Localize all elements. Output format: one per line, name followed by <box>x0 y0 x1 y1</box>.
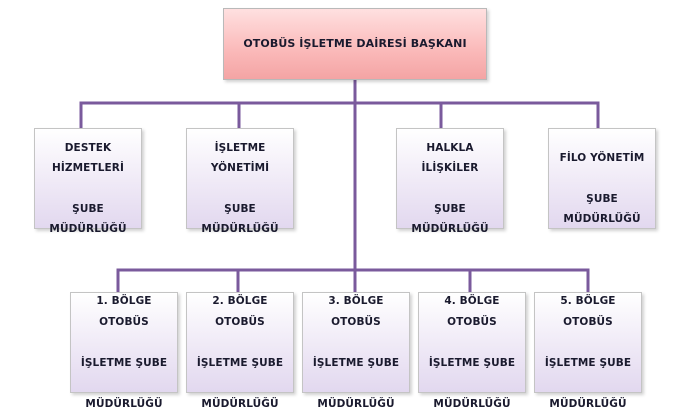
region-node-line2: İŞLETME ŞUBE <box>312 356 400 369</box>
region-node-5: 5. BÖLGE OTOBÜS İŞLETME ŞUBE MÜDÜRLÜĞÜ <box>534 292 642 410</box>
region-node-line1: 3. BÖLGE OTOBÜS <box>328 295 384 328</box>
branch-node-isletme: İŞLETME YÖNETİMİ ŞUBE MÜDÜRLÜĞÜ <box>186 128 294 235</box>
branch-node-line1: İŞLETME YÖNETİMİ <box>210 141 270 175</box>
region-node-3: 3. BÖLGE OTOBÜS İŞLETME ŞUBE MÜDÜRLÜĞÜ <box>302 292 410 410</box>
region-node-line3: MÜDÜRLÜĞÜ <box>317 397 395 410</box>
branch-node-destek: DESTEK HİZMETLERİ ŞUBE MÜDÜRLÜĞÜ <box>34 128 142 235</box>
region-node-line3: MÜDÜRLÜĞÜ <box>433 397 511 410</box>
region-node-line1: 5. BÖLGE OTOBÜS <box>560 295 616 328</box>
root-node: OTOBÜS İŞLETME DAİRESİ BAŞKANI <box>223 8 487 80</box>
region-node-line2: İŞLETME ŞUBE <box>428 356 516 369</box>
region-node-line1: 2. BÖLGE OTOBÜS <box>212 295 268 328</box>
region-node-1: 1. BÖLGE OTOBÜS İŞLETME ŞUBE MÜDÜRLÜĞÜ <box>70 292 178 410</box>
branch-node-halkla: HALKLA İLİŞKİLER ŞUBE MÜDÜRLÜĞÜ <box>396 128 504 235</box>
region-node-4: 4. BÖLGE OTOBÜS İŞLETME ŞUBE MÜDÜRLÜĞÜ <box>418 292 526 410</box>
region-node-line1: 1. BÖLGE OTOBÜS <box>96 295 152 328</box>
region-node-line1: 4. BÖLGE OTOBÜS <box>444 295 500 328</box>
branch-node-line1: HALKLA İLİŞKİLER <box>421 141 479 175</box>
region-node-line2: İŞLETME ŞUBE <box>544 356 632 369</box>
branch-node-line2: ŞUBE MÜDÜRLÜĞÜ <box>411 202 489 236</box>
branch-node-filo: FİLO YÖNETİM ŞUBE MÜDÜRLÜĞÜ <box>548 128 656 229</box>
branch-node-line2: ŞUBE MÜDÜRLÜĞÜ <box>49 202 127 236</box>
region-node-line3: MÜDÜRLÜĞÜ <box>549 397 627 410</box>
branch-node-line1: FİLO YÖNETİM <box>559 151 645 164</box>
branch-node-line2: ŞUBE MÜDÜRLÜĞÜ <box>563 192 641 226</box>
root-node-label: OTOBÜS İŞLETME DAİRESİ BAŞKANI <box>243 37 467 51</box>
region-node-line3: MÜDÜRLÜĞÜ <box>201 397 279 410</box>
region-node-line2: İŞLETME ŞUBE <box>196 356 284 369</box>
branch-node-line1: DESTEK HİZMETLERİ <box>52 141 124 175</box>
region-node-line3: MÜDÜRLÜĞÜ <box>85 397 163 410</box>
region-node-line2: İŞLETME ŞUBE <box>80 356 168 369</box>
branch-node-line2: ŞUBE MÜDÜRLÜĞÜ <box>201 202 279 236</box>
region-node-2: 2. BÖLGE OTOBÜS İŞLETME ŞUBE MÜDÜRLÜĞÜ <box>186 292 294 410</box>
